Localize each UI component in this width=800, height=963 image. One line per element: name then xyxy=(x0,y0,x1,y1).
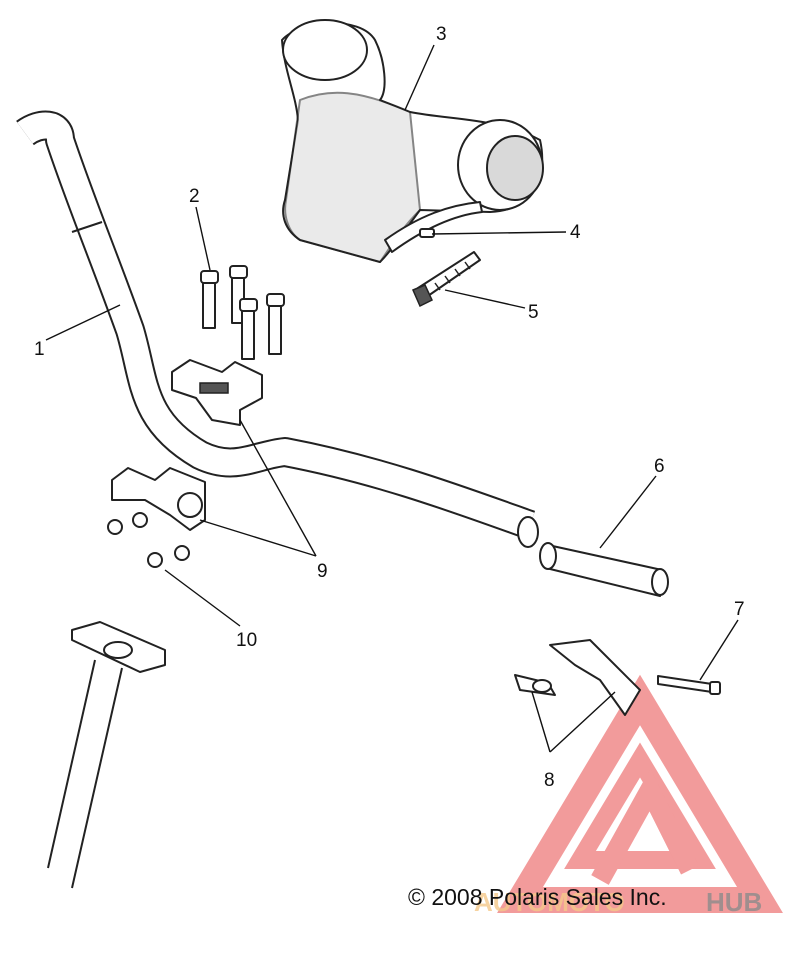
callout-6: 6 xyxy=(654,456,665,477)
grip xyxy=(539,542,669,597)
callout-7: 7 xyxy=(734,599,745,620)
pin-bolt xyxy=(657,675,721,695)
watermark-text: AUTOMOTO HUB xyxy=(474,887,762,917)
callout-9: 9 xyxy=(317,561,328,582)
callout-1: 1 xyxy=(34,339,45,360)
callout-5: 5 xyxy=(528,302,539,323)
callout-2: 2 xyxy=(189,186,200,207)
hand-guard xyxy=(281,19,544,263)
nuts xyxy=(107,512,190,568)
clamp-strip xyxy=(412,251,481,308)
watermark-text-gray: HUB xyxy=(706,887,762,917)
callout-3: 3 xyxy=(436,24,447,45)
watermark-text-orange: AUTOMOTO xyxy=(474,887,625,917)
callout-10: 10 xyxy=(236,630,257,651)
copyright-notice: © 2008 Polaris Sales Inc. xyxy=(408,884,667,910)
handlebar xyxy=(16,110,539,548)
steering-post xyxy=(47,621,166,889)
callout-8: 8 xyxy=(544,770,555,791)
watermark-logo xyxy=(497,674,783,913)
bolts xyxy=(200,265,285,360)
callouts: 1 2 3 4 5 6 7 8 9 10 xyxy=(34,24,745,791)
leader-lines xyxy=(45,44,739,753)
callout-4: 4 xyxy=(570,222,581,243)
bar-end-parts xyxy=(514,639,641,716)
screw xyxy=(419,228,435,238)
handlebar-clamps xyxy=(111,359,263,531)
